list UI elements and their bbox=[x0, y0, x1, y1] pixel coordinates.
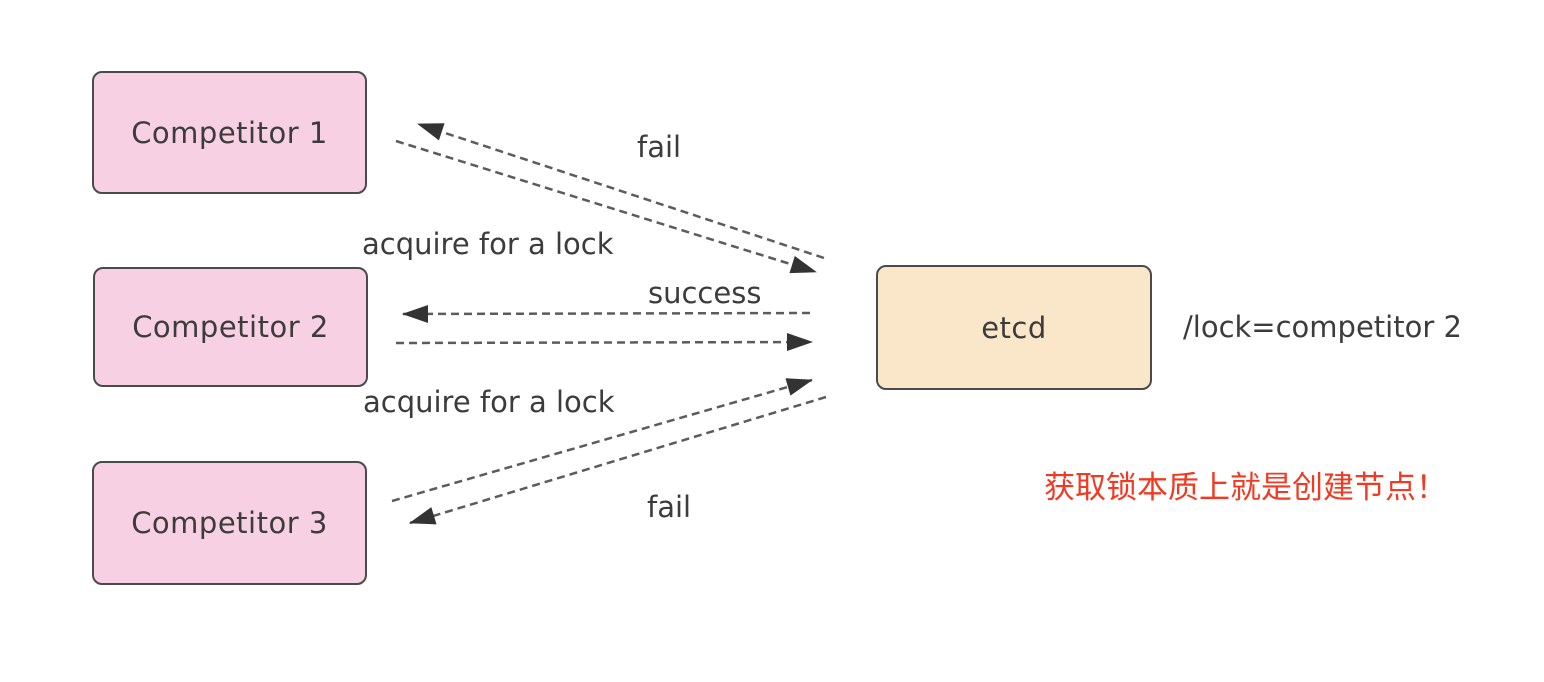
edge-comp2-response-success bbox=[402, 304, 811, 323]
edge-comp3-response-fail bbox=[409, 395, 827, 525]
node-competitor-2-label: Competitor 2 bbox=[132, 310, 329, 344]
edge-comp3-request bbox=[391, 378, 813, 503]
edge-label-acquire-bottom: acquire for a lock bbox=[363, 385, 615, 419]
edge-label-acquire-top: acquire for a lock bbox=[362, 227, 614, 261]
edge-label-fail-bottom: fail bbox=[647, 490, 692, 524]
node-competitor-1: Competitor 1 bbox=[92, 71, 367, 194]
edge-comp1-response-fail bbox=[417, 122, 825, 260]
node-etcd-label: etcd bbox=[981, 310, 1047, 345]
edge-label-success: success bbox=[648, 276, 762, 310]
edge-comp1-request bbox=[395, 139, 817, 274]
lock-key-annotation: /lock=competitor 2 bbox=[1183, 310, 1462, 344]
note-text: 获取锁本质上就是创建节点！ bbox=[1044, 470, 1447, 506]
node-competitor-1-label: Competitor 1 bbox=[131, 115, 328, 150]
node-competitor-3: Competitor 3 bbox=[92, 461, 367, 585]
node-competitor-3-label: Competitor 3 bbox=[131, 506, 328, 540]
edge-comp2-request bbox=[395, 333, 813, 352]
node-etcd: etcd bbox=[876, 265, 1152, 390]
node-competitor-2: Competitor 2 bbox=[93, 267, 368, 387]
edge-label-fail-top: fail bbox=[637, 130, 682, 164]
